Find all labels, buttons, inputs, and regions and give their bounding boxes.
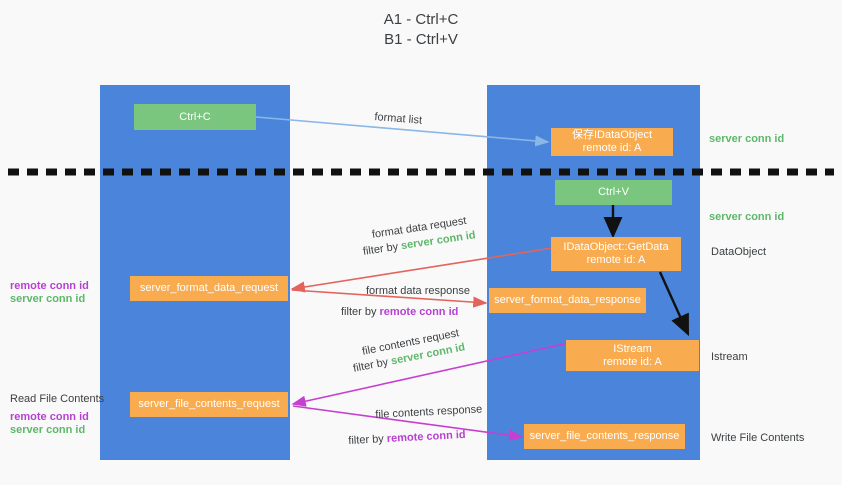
box-idataobject-getdata[interactable]: IDataObject::GetData remote id: A (551, 237, 681, 271)
filter-prefix-fcres: filter by (348, 432, 388, 447)
label-remote-conn-id-lower-left: remote conn id (10, 411, 89, 423)
box-server-file-contents-response[interactable]: server_file_contents_response (524, 424, 685, 449)
label-istream: Istream (711, 351, 748, 363)
box-ctrl-v[interactable]: Ctrl+V (555, 180, 672, 205)
label-server-conn-id-lower-left: server conn id (10, 424, 86, 436)
box-ctrl-c[interactable]: Ctrl+C (134, 104, 256, 130)
arrow-format-data-request (290, 247, 553, 293)
label-server-conn-id-upper-left: server conn id (10, 293, 86, 305)
label-server-conn-id-top-right: server conn id (709, 133, 785, 145)
arrow-file-contents-request (291, 342, 569, 407)
arrow-file-contents-response (292, 405, 524, 441)
arrow-format-data-response (291, 289, 488, 308)
title-line-2: B1 - Ctrl+V (384, 31, 458, 48)
label-server-conn-id-mid-right: server conn id (709, 211, 785, 223)
filter-key-fdres: remote conn id (379, 306, 459, 318)
arrow-getdata-to-istream (658, 271, 690, 337)
label-read-file-contents: Read File Contents (10, 393, 105, 405)
box-server-format-data-response[interactable]: server_format_data_response (489, 288, 646, 313)
diagram-title: A1 - Ctrl+C B1 - Ctrl+V (0, 10, 842, 50)
title-line-1: A1 - Ctrl+C (383, 11, 459, 28)
label-dataobject: DataObject (711, 246, 767, 258)
box-server-file-contents-request[interactable]: server_file_contents_request (130, 392, 288, 417)
arrow-format-list (255, 116, 550, 147)
arrow-label-format-data-response: format data response (366, 285, 470, 297)
box-istream[interactable]: IStream remote id: A (566, 340, 699, 371)
label-write-file-contents: Write File Contents (711, 432, 805, 444)
box-server-format-data-request[interactable]: server_format_data_request (130, 276, 288, 301)
label-remote-conn-id-upper-left: remote conn id (10, 280, 89, 292)
filter-prefix-fdres: filter by (341, 306, 380, 318)
box-save-idataobject[interactable]: 保存IDataObject remote id: A (551, 128, 673, 156)
arrow-label-format-data-response-filter: filter by remote conn id (341, 305, 458, 319)
